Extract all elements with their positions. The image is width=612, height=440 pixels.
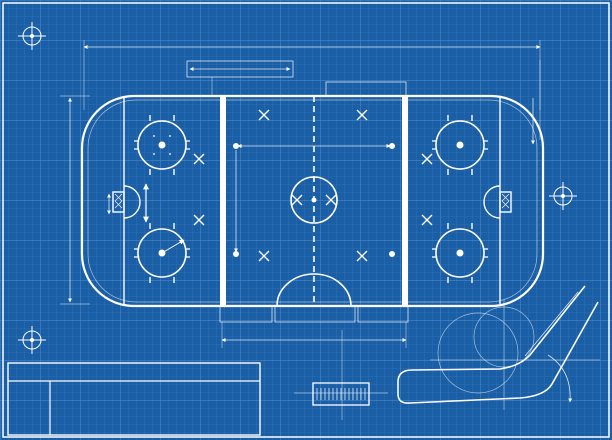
rink-boards xyxy=(80,94,545,308)
hockey-stick-icon xyxy=(397,285,600,410)
center-circle xyxy=(290,176,338,224)
crosshair-icon xyxy=(549,182,577,210)
blue-line-left xyxy=(220,96,226,306)
zone-x-marks xyxy=(193,153,433,226)
hockey-puck-icon xyxy=(294,330,388,420)
crosshair-icon xyxy=(18,326,46,354)
rink-inner-line xyxy=(87,99,538,303)
neutral-x-marks xyxy=(258,109,368,262)
center-faceoff-dot xyxy=(311,197,317,203)
bottom-dim-right xyxy=(357,305,409,323)
side-dimension xyxy=(531,60,541,145)
faceoff-circle-left-bottom xyxy=(134,223,190,283)
faceoff-circle-left-top xyxy=(134,115,190,175)
faceoff-circle-right-bottom xyxy=(432,223,488,283)
hockey-goal-icon xyxy=(112,185,141,219)
faceoff-circle-right-top xyxy=(432,115,488,175)
bottom-dim-left xyxy=(219,305,273,323)
referee-crease xyxy=(276,273,352,307)
bench-drawing xyxy=(7,362,261,436)
zone-dimension xyxy=(186,60,407,97)
hockey-goal-icon xyxy=(483,185,512,219)
center-x-marks xyxy=(291,194,337,206)
blue-line-right xyxy=(402,96,408,306)
rink-length-dimension xyxy=(60,95,90,305)
bottom-dim-center xyxy=(274,305,356,323)
crosshair-icon xyxy=(18,22,46,50)
